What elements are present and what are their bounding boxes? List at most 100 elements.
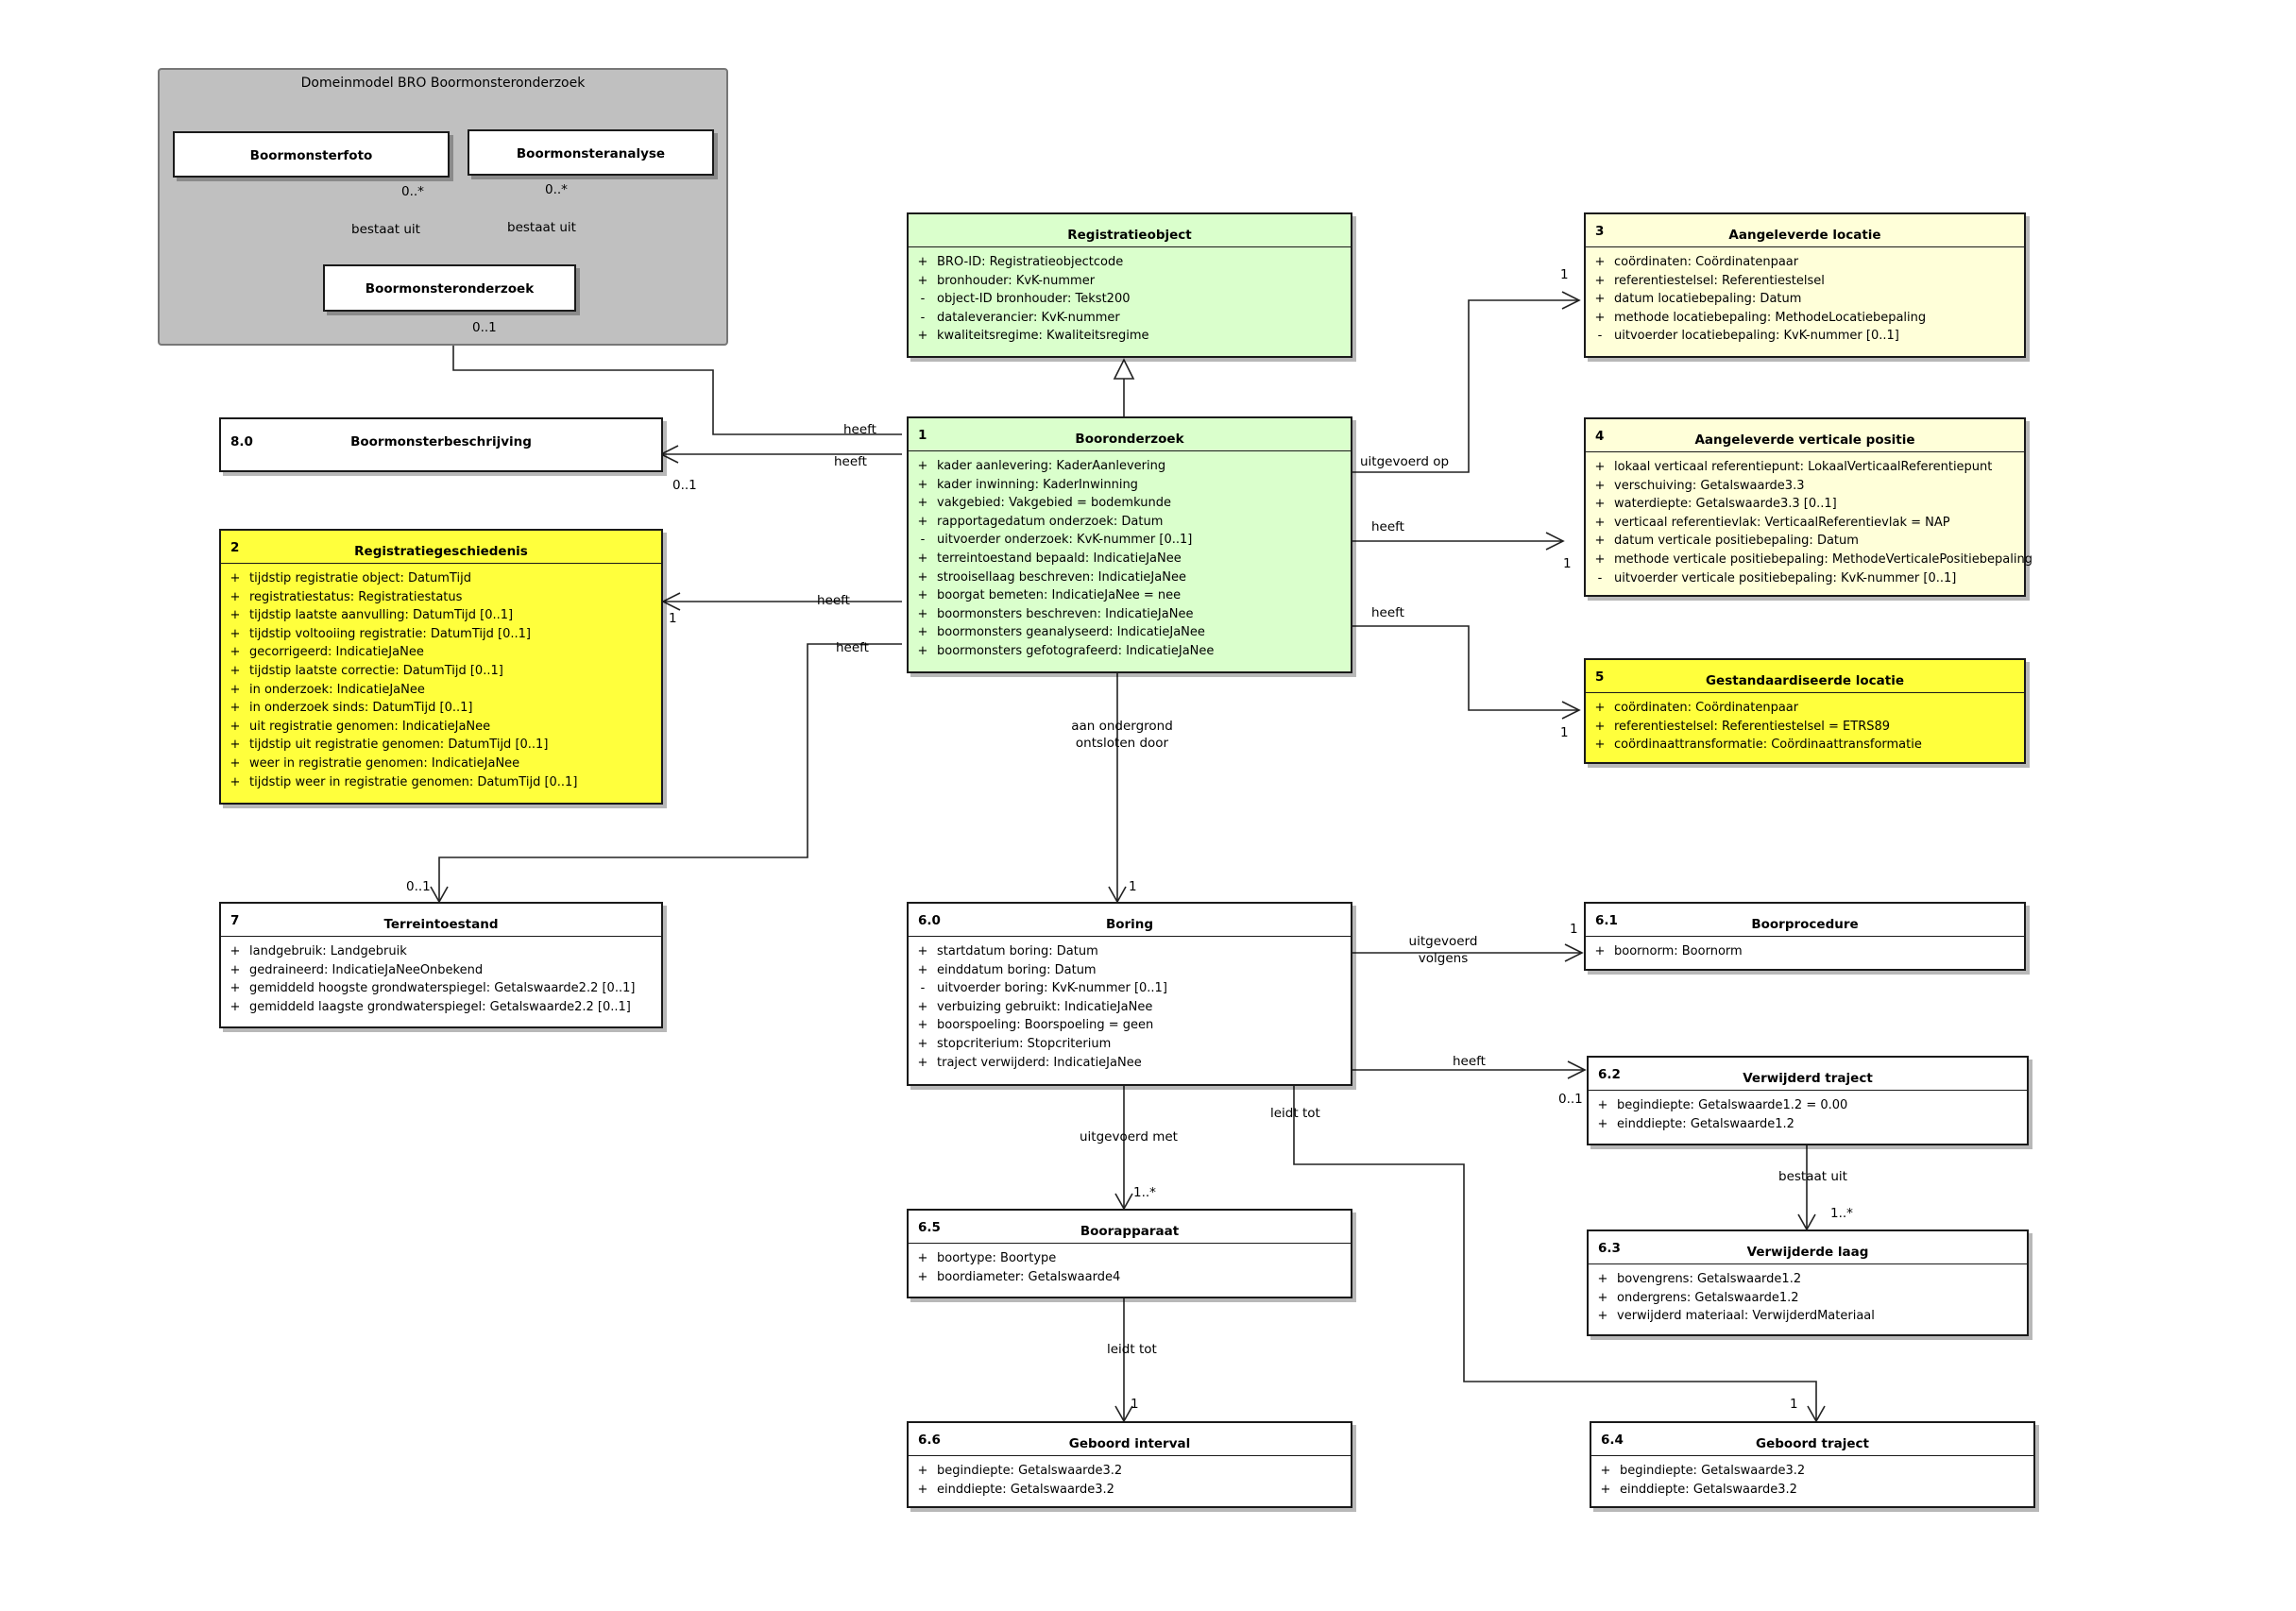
class-header: 6.2 Verwijderd traject: [1589, 1058, 2027, 1091]
attribute-visibility: +: [917, 643, 928, 658]
attribute-visibility: +: [230, 663, 241, 678]
class-boormonsteranalyse[interactable]: Boormonsteranalyse: [468, 129, 714, 176]
attribute-text: tijdstip laatste correctie: DatumTijd [0…: [249, 663, 503, 678]
class-header: 6.0 Boring: [909, 904, 1351, 937]
multiplicity-label: 1: [669, 611, 677, 626]
class-geboord-interval[interactable]: 6.6 Geboord interval +begindiepte: Getal…: [907, 1421, 1352, 1508]
attribute-row: -uitvoerder onderzoek: KvK-nummer [0..1]: [909, 531, 1351, 550]
role-label: heeft: [1371, 519, 1404, 534]
multiplicity-label: 1: [1560, 267, 1569, 282]
class-header: 8.0 Boormonsterbeschrijving: [221, 419, 661, 451]
label-line: uitgevoerd: [1408, 934, 1478, 949]
class-number: 6.3: [1598, 1241, 1621, 1256]
attribute-row: +einddiepte: Getalswaarde3.2: [909, 1481, 1351, 1500]
attribute-text: dataleverancier: KvK-nummer: [937, 310, 1120, 325]
class-boormonsterbeschrijving[interactable]: 8.0 Boormonsterbeschrijving: [219, 417, 663, 472]
class-verwijderd-traject[interactable]: 6.2 Verwijderd traject +begindiepte: Get…: [1587, 1056, 2029, 1145]
attribute-row: +referentiestelsel: Referentiestelsel: [1586, 272, 2024, 291]
class-boormonsteronderzoek[interactable]: Boormonsteronderzoek: [323, 264, 576, 312]
multiplicity-label: 1: [1560, 725, 1569, 740]
class-registratieobject[interactable]: Registratieobject +BRO-ID: Registratieob…: [907, 212, 1352, 358]
arrow-head: [1567, 1060, 1587, 1079]
attribute-row: +gemiddeld hoogste grondwaterspiegel: Ge…: [221, 979, 661, 998]
attribute-visibility: +: [230, 682, 241, 697]
class-number: 6.2: [1598, 1067, 1621, 1082]
attribute-row: +kwaliteitsregime: Kwaliteitsregime: [909, 327, 1351, 346]
attribute-row: -dataleverancier: KvK-nummer: [909, 309, 1351, 328]
attribute-text: boordiameter: Getalswaarde4: [937, 1269, 1121, 1284]
multiplicity-label: 1..*: [1133, 1185, 1156, 1200]
attribute-row: +boordiameter: Getalswaarde4: [909, 1268, 1351, 1287]
attribute-row: +vakgebied: Vakgebied = bodemkunde: [909, 494, 1351, 513]
attribute-text: tijdstip registratie object: DatumTijd: [249, 571, 471, 585]
class-number: 3: [1595, 224, 1605, 239]
attribute-text: boormonsters beschreven: IndicatieJaNee: [937, 606, 1194, 621]
class-name: Booronderzoek: [1075, 432, 1184, 447]
attribute-visibility: +: [1597, 1098, 1608, 1112]
attribute-text: einddiepte: Getalswaarde3.2: [937, 1482, 1114, 1497]
attribute-row: -uitvoerder verticale positiebepaling: K…: [1586, 569, 2024, 588]
class-registratiegeschiedenis[interactable]: 2 Registratiegeschiedenis +tijdstip regi…: [219, 529, 663, 805]
class-terreintoestand[interactable]: 7 Terreintoestand +landgebruik: Landgebr…: [219, 902, 663, 1028]
attribute-text: vakgebied: Vakgebied = bodemkunde: [937, 496, 1171, 511]
attribute-visibility: +: [230, 626, 241, 641]
multiplicity-label: 0..*: [545, 182, 568, 197]
class-number: 5: [1595, 670, 1605, 685]
attribute-visibility: +: [917, 273, 928, 288]
attribute-visibility: -: [920, 981, 926, 996]
attribute-text: rapportagedatum onderzoek: Datum: [937, 514, 1164, 529]
attribute-text: gedraineerd: IndicatieJaNeeOnbekend: [249, 962, 484, 977]
class-boring[interactable]: 6.0 Boring +startdatum boring: Datum+ein…: [907, 902, 1352, 1086]
class-gestandaardiseerde-locatie[interactable]: 5 Gestandaardiseerde locatie +coördinate…: [1584, 658, 2026, 764]
attribute-text: datum verticale positiebepaling: Datum: [1614, 534, 1859, 549]
class-booronderzoek[interactable]: 1 Booronderzoek +kader aanlevering: Kade…: [907, 416, 1352, 673]
attribute-text: terreintoestand bepaald: IndicatieJaNee: [937, 551, 1182, 566]
attribute-list: +lokaal verticaal referentiepunt: Lokaal…: [1586, 452, 2032, 591]
attribute-list: +BRO-ID: Registratieobjectcode+bronhoude…: [909, 247, 1351, 349]
attribute-row: +boormonsters geanalyseerd: IndicatieJaN…: [909, 623, 1351, 642]
class-boorprocedure[interactable]: 6.1 Boorprocedure +boornorm: Boornorm: [1584, 902, 2026, 971]
attribute-visibility: +: [917, 551, 928, 566]
attribute-text: coördinaten: Coördinatenpaar: [1614, 255, 1799, 269]
attribute-visibility: +: [917, 477, 928, 492]
class-aangeleverde-locatie[interactable]: 3 Aangeleverde locatie +coördinaten: Coö…: [1584, 212, 2026, 358]
attribute-text: verbuizing gebruikt: IndicatieJaNee: [937, 999, 1153, 1014]
attribute-visibility: +: [230, 774, 241, 789]
attribute-list: + tijdstip registratie object: DatumTijd +…: [221, 564, 661, 795]
attribute-visibility: +: [1594, 738, 1606, 753]
role-label: heeft: [834, 454, 867, 469]
attribute-list: +bovengrens: Getalswaarde1.2+ondergrens:…: [1589, 1264, 2027, 1330]
attribute-row: +verwijderd materiaal: VerwijderdMateria…: [1589, 1307, 2027, 1326]
attribute-visibility: +: [1597, 1309, 1608, 1324]
role-label: heeft: [1371, 605, 1404, 620]
attribute-text: uitvoerder verticale positiebepaling: Kv…: [1614, 570, 1957, 585]
attribute-row: +rapportagedatum onderzoek: Datum: [909, 513, 1351, 532]
attribute-text: uit registratie genomen: IndicatieJaNee: [249, 719, 491, 734]
attribute-visibility: +: [1594, 719, 1606, 734]
role-label: bestaat uit: [351, 222, 420, 237]
class-aangeleverde-verticale-positie[interactable]: 4 Aangeleverde verticale positie +lokaal…: [1584, 417, 2032, 597]
attribute-visibility: +: [1594, 460, 1606, 474]
attribute-text: uitvoerder boring: KvK-nummer [0..1]: [937, 981, 1167, 996]
attribute-visibility: +: [917, 255, 928, 269]
class-boorapparaat[interactable]: 6.5 Boorapparaat +boortype: Boortype+boo…: [907, 1209, 1352, 1298]
attribute-row: + terreintoestand bepaald: IndicatieJaNee: [909, 550, 1351, 568]
multiplicity-label: 1..*: [1830, 1206, 1853, 1221]
attribute-text: bronhouder: KvK-nummer: [937, 273, 1096, 288]
attribute-row: +in onderzoek sinds: DatumTijd [0..1]: [221, 699, 661, 718]
class-verwijderde-laag[interactable]: 6.3 Verwijderde laag +bovengrens: Getals…: [1587, 1229, 2029, 1336]
attribute-visibility: +: [917, 944, 928, 958]
class-boormonsterfoto[interactable]: Boormonsterfoto: [173, 131, 450, 178]
class-geboord-traject[interactable]: 6.4 Geboord traject +begindiepte: Getals…: [1590, 1421, 2035, 1508]
attribute-row: +bovengrens: Getalswaarde1.2: [1589, 1270, 2027, 1289]
package-title: Domeinmodel BRO Boormonsteronderzoek: [300, 76, 586, 91]
attribute-text: einddiepte: Getalswaarde1.2: [1617, 1116, 1794, 1131]
association-label: aan ondergrond ontsloten door: [1065, 718, 1179, 752]
class-header: 5 Gestandaardiseerde locatie: [1586, 660, 2024, 693]
attribute-visibility: +: [917, 606, 928, 621]
attribute-text: boorgat bemeten: IndicatieJaNee = nee: [937, 588, 1182, 603]
class-name: Boorapparaat: [1080, 1224, 1180, 1239]
attribute-visibility: +: [1594, 701, 1606, 715]
attribute-list: +kader aanlevering: KaderAanlevering+kad…: [909, 451, 1351, 665]
